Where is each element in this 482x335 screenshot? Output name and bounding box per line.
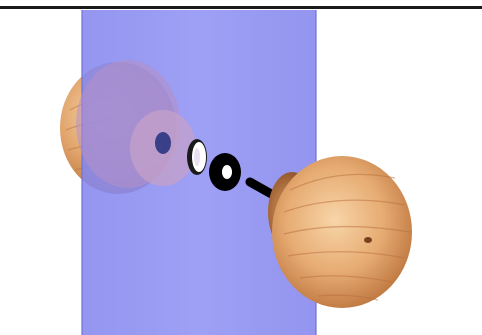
front-knob-center-mark: [364, 237, 372, 243]
retaining-ring: [187, 139, 207, 175]
washer: [209, 153, 241, 191]
front-knob: [268, 156, 412, 308]
top-rule: [0, 6, 482, 9]
rose-plate: [130, 110, 196, 186]
